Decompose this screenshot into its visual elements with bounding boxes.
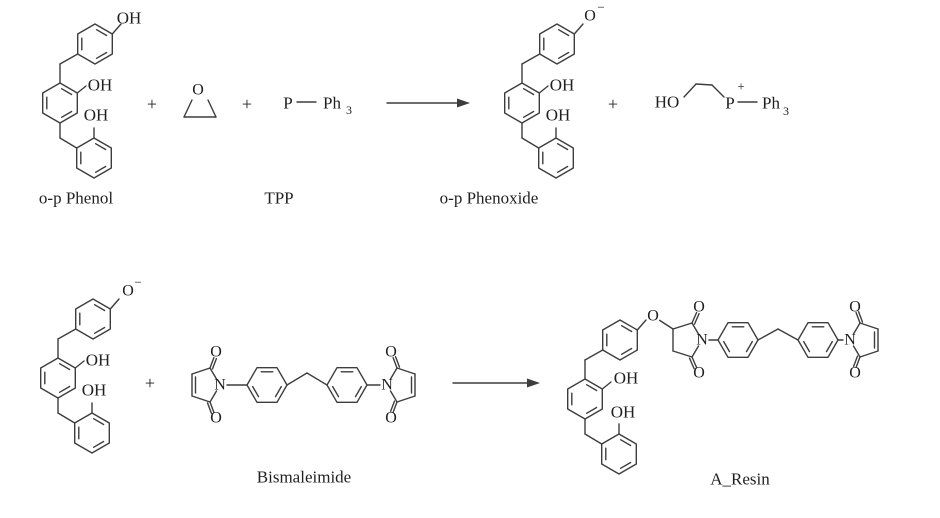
resin-succinimide-o-top: O [693,299,705,316]
resin-succinimide-o-bottom: O [693,365,705,382]
caption-tpp: TPP [264,189,293,208]
phenoxide-mid-oh-label: OH [550,76,575,95]
resin-maleimide-o-top: O [849,299,861,316]
phenoxide2-oxygen-label: O [122,283,134,300]
maleimide-left-carbonyl-o-top: O [210,344,222,361]
resin-succinimide-nitrogen: N [696,332,708,349]
maleimide-right-nitrogen: N [381,377,393,394]
phenoxide-minus-charge: − [597,0,604,15]
phenol-mid-oh-label: OH [88,76,113,95]
phenoxide2-bottom-oh-label: OH [82,381,107,400]
phenoxide2-mid-oh-label: OH [86,351,111,370]
resin-mid-oh-label: OH [614,369,639,388]
resin-maleimide-o-bottom: O [849,365,861,382]
phosphonium-phenyl-label: Ph [762,94,780,113]
tpp-phenyl-subscript: 3 [346,103,352,117]
caption-o-p-phenoxide: o-p Phenoxide [440,189,539,208]
phosphonium-ho-label: HO [655,93,680,112]
caption-o-p-phenol: o-p Phenol [39,189,113,208]
plus-sign-3: + [608,94,618,114]
phosphonium-p-label: P [725,94,734,113]
maleimide-right-carbonyl-o-top: O [385,344,397,361]
maleimide-left-nitrogen: N [214,377,226,394]
tpp-phenyl-label: Ph [323,94,341,113]
resin-bottom-oh-label: OH [611,403,636,422]
phosphonium-plus-charge: + [737,79,744,94]
phosphonium-phenyl-subscript: 3 [783,104,789,118]
phenoxide2-minus-charge: − [134,275,141,290]
phenol-para-oh-label: OH [117,9,142,28]
resin-maleimide-nitrogen: N [844,332,856,349]
plus-sign-1: + [147,94,157,114]
epoxide-oxygen-label: O [192,82,204,99]
tpp-phosphorus-label: P [283,94,292,113]
phenoxide-bottom-oh-label: OH [546,106,571,125]
maleimide-right-carbonyl-o-bottom: O [385,410,397,427]
caption-bismaleimide: Bismaleimide [257,468,351,487]
plus-sign-2: + [242,94,252,114]
resin-ether-oxygen-label: O [647,308,659,325]
phenol-bottom-oh-label: OH [84,106,109,125]
phenoxide-oxygen-label: O [584,8,596,25]
maleimide-left-carbonyl-o-bottom: O [210,410,222,427]
caption-a-resin: A_Resin [710,470,770,489]
atom-label-layer: OH OH OH + O + P Ph 3 o-p Phenol TPP o-p… [39,0,861,489]
bond-layer [40,23,879,475]
plus-sign-4: + [145,373,155,393]
